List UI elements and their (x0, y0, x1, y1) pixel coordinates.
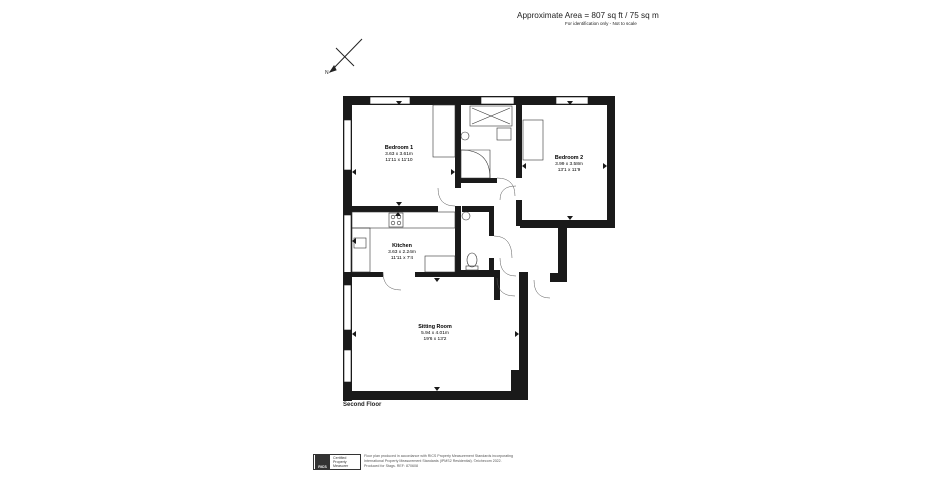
room-sitting-room: Sitting Room 5.94 x 4.01m 19'6 x 13'2 (418, 324, 452, 342)
windows (343, 96, 589, 383)
compass-north-label: N (325, 70, 329, 76)
floor-name: Second Floor (343, 402, 382, 408)
room-kitchen: Kitchen 3.63 x 2.24m 11'11 x 7'4 (388, 243, 416, 261)
kitchen-imperial: 11'11 x 7'4 (391, 255, 414, 261)
footer-line-2: International Property Measurement Stand… (364, 459, 502, 463)
interior-walls (343, 96, 522, 300)
door-swings (382, 177, 551, 299)
bedroom-1-imperial: 11'11 x 11'10 (385, 157, 413, 163)
footer-line-3: Produced for Stags. REF: 870608 (364, 464, 418, 468)
exterior-walls (343, 96, 615, 401)
sitting-room-metric: 5.94 x 4.01m (421, 330, 449, 336)
sitting-room-imperial: 19'6 x 13'2 (424, 336, 447, 342)
kitchen-metric: 3.63 x 2.24m (388, 249, 416, 255)
badge-line-2: Property (333, 460, 347, 464)
footer-notes: Floor plan produced in accordance with R… (364, 454, 544, 469)
room-bedroom-2: Bedroom 2 3.99 x 3.58m 13'1 x 11'9 (555, 155, 583, 173)
badge-line-1: Certified (333, 456, 347, 460)
bedroom-1-metric: 3.63 x 3.61m (385, 151, 413, 157)
badge-line-3: Measurer (333, 464, 349, 468)
fixtures (351, 104, 544, 273)
dimension-markers (352, 101, 607, 391)
kitchen-name: Kitchen (392, 243, 412, 249)
bedroom-2-name: Bedroom 2 (555, 155, 583, 161)
rics-logo-icon: RICS (315, 455, 330, 469)
compass-icon: N (325, 38, 363, 76)
bedroom-1-name: Bedroom 1 (385, 145, 413, 151)
rics-badge: RICS Certified Property Measurer (313, 454, 361, 470)
bedroom-2-metric: 3.99 x 3.58m (555, 161, 583, 167)
room-bedroom-1: Bedroom 1 3.63 x 3.61m 11'11 x 11'10 (385, 145, 413, 163)
sitting-room-name: Sitting Room (418, 324, 452, 330)
approximate-area: Approximate Area = 807 sq ft / 75 sq m (517, 11, 659, 20)
footer-line-1: Floor plan produced in accordance with R… (364, 454, 514, 458)
rics-badge-text: Certified Property Measurer (333, 456, 348, 468)
scale-disclaimer: For identification only - Not to scale (565, 21, 637, 26)
bedroom-2-imperial: 13'1 x 11'9 (558, 167, 581, 173)
